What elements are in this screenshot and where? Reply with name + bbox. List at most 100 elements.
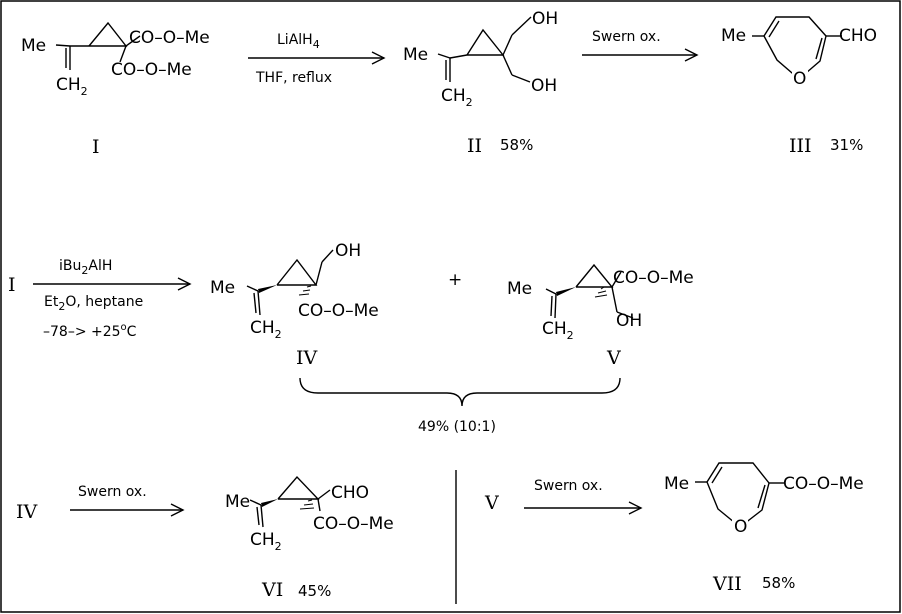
temperature-label: –78–> +25oC xyxy=(43,322,137,340)
bond-line xyxy=(302,289,311,292)
bond-line xyxy=(437,53,451,59)
compound-VI-yield: 45% xyxy=(298,582,331,600)
ester-bottom-label: CO–O–Me xyxy=(111,60,192,80)
ester-label: CO–O–Me xyxy=(783,474,864,494)
oxepine-ring xyxy=(763,16,827,80)
compound-II: OH OH Me CH2 II 58% xyxy=(403,9,558,157)
arrow-4: Swern ox. xyxy=(70,484,185,517)
bond-line xyxy=(511,16,532,36)
label-part: Et xyxy=(44,294,59,310)
methylene-label: CH2 xyxy=(250,530,282,553)
cyclopropane-ring xyxy=(276,258,318,286)
methylene-label: CH2 xyxy=(250,318,282,341)
label-part: CH xyxy=(56,75,81,95)
arrow-1: LiAlH4 THF, reflux xyxy=(248,32,386,86)
compound-VI-id: VI xyxy=(261,579,283,601)
methyl-label: Me xyxy=(664,474,689,494)
aldehyde-label: CHO xyxy=(331,483,369,503)
solvent-label: Et2O, heptane xyxy=(44,294,143,313)
bond-line xyxy=(554,293,557,319)
bond-line xyxy=(55,44,71,47)
bond-line xyxy=(511,74,531,83)
bond-line xyxy=(594,294,608,298)
ring-oxygen-label: O xyxy=(793,69,806,89)
label-part: C xyxy=(127,324,137,340)
compound-VII-yield: 58% xyxy=(762,574,795,592)
compound-III-yield: 31% xyxy=(830,136,863,154)
bond-line xyxy=(307,499,313,502)
bond-line xyxy=(317,489,331,500)
methylene-label: CH2 xyxy=(56,75,88,98)
methyl-label: Me xyxy=(403,45,428,65)
label-part: –78–> +25 xyxy=(43,324,121,340)
compound-VI: CHO Me CO–O–Me CH2 VI 45% xyxy=(225,475,394,601)
label-part: CH xyxy=(250,530,275,550)
cyclopropane-ring xyxy=(88,21,128,47)
ester-label: CO–O–Me xyxy=(313,514,394,534)
cyclopropane-ring xyxy=(575,263,614,288)
brace: 49% (10:1) xyxy=(299,377,621,435)
start-IV-label: IV xyxy=(16,501,38,523)
label-part: LiAlH xyxy=(277,32,313,48)
bond-line xyxy=(299,377,621,407)
reagent-swern: Swern ox. xyxy=(78,484,147,500)
bond-line xyxy=(299,507,315,510)
ester-top-label: CO–O–Me xyxy=(129,28,210,48)
bond-line xyxy=(177,277,192,291)
bond-line xyxy=(321,249,334,263)
compound-VII: Me CO–O–Me O VII 58% xyxy=(664,462,864,595)
methyl-label: Me xyxy=(507,279,532,299)
methylene-label: CH2 xyxy=(441,86,473,109)
cyclopropane-ring xyxy=(277,475,320,500)
compound-III: Me CHO O III 31% xyxy=(721,16,877,157)
arrow-3: iBu2AlH Et2O, heptane –78–> +25oC xyxy=(33,258,192,340)
bond-line xyxy=(249,499,262,506)
bond-line xyxy=(502,34,513,56)
compound-VII-id: VII xyxy=(712,573,742,595)
wedge-bond xyxy=(261,499,278,507)
reagent-swern: Swern ox. xyxy=(534,478,603,494)
methylene-label: CH2 xyxy=(542,319,574,342)
label-part: 2 xyxy=(466,96,473,109)
wedge-bond xyxy=(258,285,277,293)
label-part: AlH xyxy=(88,258,112,274)
hydroxyl-bottom-label: OH xyxy=(531,76,557,96)
bond-line xyxy=(317,498,321,512)
bond-line xyxy=(371,51,386,65)
bond-line xyxy=(616,311,634,319)
bond-line xyxy=(757,484,766,509)
hydroxyl-top-label: OH xyxy=(532,9,558,29)
bond-line xyxy=(298,293,310,296)
methyl-label: Me xyxy=(210,278,235,298)
plus-sign: + xyxy=(448,270,462,290)
aldehyde-label: CHO xyxy=(839,26,877,46)
label-part: O, heptane xyxy=(65,294,143,310)
ring-oxygen-label: O xyxy=(734,517,747,537)
arrow-5: Swern ox. xyxy=(524,478,643,515)
bond-line xyxy=(119,45,127,63)
bond-line xyxy=(815,37,823,60)
compound-II-id: II xyxy=(467,135,482,157)
bond-line xyxy=(628,501,643,515)
bond-line xyxy=(545,288,557,295)
bond-line xyxy=(257,290,261,316)
label-part: 2 xyxy=(81,85,88,98)
compound-IV-id: IV xyxy=(296,347,318,369)
methyl-label: Me xyxy=(225,492,250,512)
compound-II-yield: 58% xyxy=(500,136,533,154)
start-V-label: V xyxy=(484,492,499,514)
label-part: CH xyxy=(250,318,275,338)
ring-oxygen-mask xyxy=(732,518,748,536)
oxepine-ring xyxy=(706,462,770,528)
bond-line xyxy=(260,504,264,528)
conditions-thf: THF, reflux xyxy=(255,70,332,86)
bond-line xyxy=(611,286,618,313)
label-part: CH xyxy=(441,86,466,106)
bond-line xyxy=(246,285,259,292)
hydroxyl-label: OH xyxy=(616,311,642,331)
label-part: 2 xyxy=(275,540,282,553)
arrow-2: Swern ox. xyxy=(582,29,699,62)
bond-line xyxy=(502,54,513,76)
